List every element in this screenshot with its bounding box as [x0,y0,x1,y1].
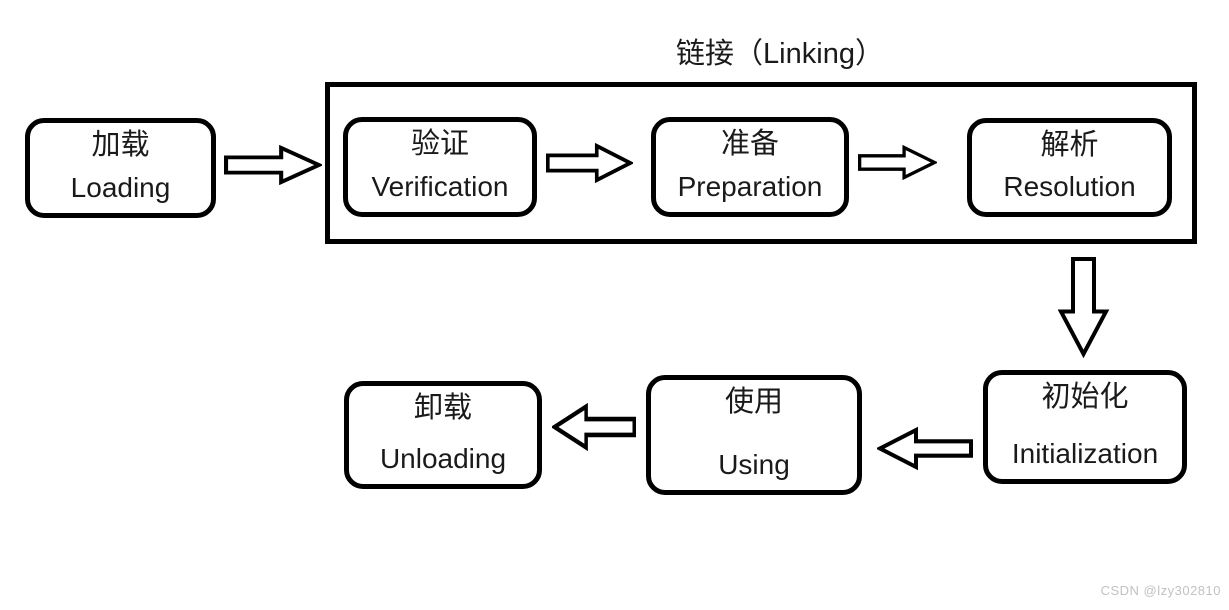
node-verification: 验证 Verification [343,117,537,217]
node-loading-label-zh: 加载 [91,129,150,161]
node-loading: 加载 Loading [25,118,216,218]
arrow-right-icon [224,145,322,185]
arrow-left-icon [877,426,973,471]
node-preparation-label-zh: 准备 [720,128,779,160]
node-loading-label-en: Loading [70,172,171,204]
arrow-right-icon [546,143,633,183]
node-resolution-label-en: Resolution [1003,171,1136,203]
node-unloading-label-en: Unloading [379,443,507,475]
node-resolution-label-zh: 解析 [1040,129,1099,161]
arrow-right-icon [858,145,937,180]
node-preparation-label-en: Preparation [677,171,823,203]
arrow-left-icon [552,402,636,452]
node-verification-label-en: Verification [371,171,509,203]
linking-group-title: 链接（Linking） [676,38,884,70]
linking-group-box [325,82,1197,244]
node-initialization-label-zh: 初始化 [1041,381,1129,413]
node-initialization-label-en: Initialization [1011,438,1159,470]
node-using: 使用 Using [646,375,862,495]
node-preparation: 准备 Preparation [651,117,849,217]
node-initialization: 初始化 Initialization [983,370,1187,484]
arrow-down-icon [1057,257,1110,358]
node-using-label-en: Using [718,449,790,481]
node-unloading-label-zh: 卸载 [413,392,472,424]
node-verification-label-zh: 验证 [410,128,469,160]
csdn-watermark: CSDN @lzy302810 [1100,583,1221,598]
node-unloading: 卸载 Unloading [344,381,542,489]
node-using-label-zh: 使用 [724,386,783,418]
node-resolution: 解析 Resolution [967,118,1172,217]
